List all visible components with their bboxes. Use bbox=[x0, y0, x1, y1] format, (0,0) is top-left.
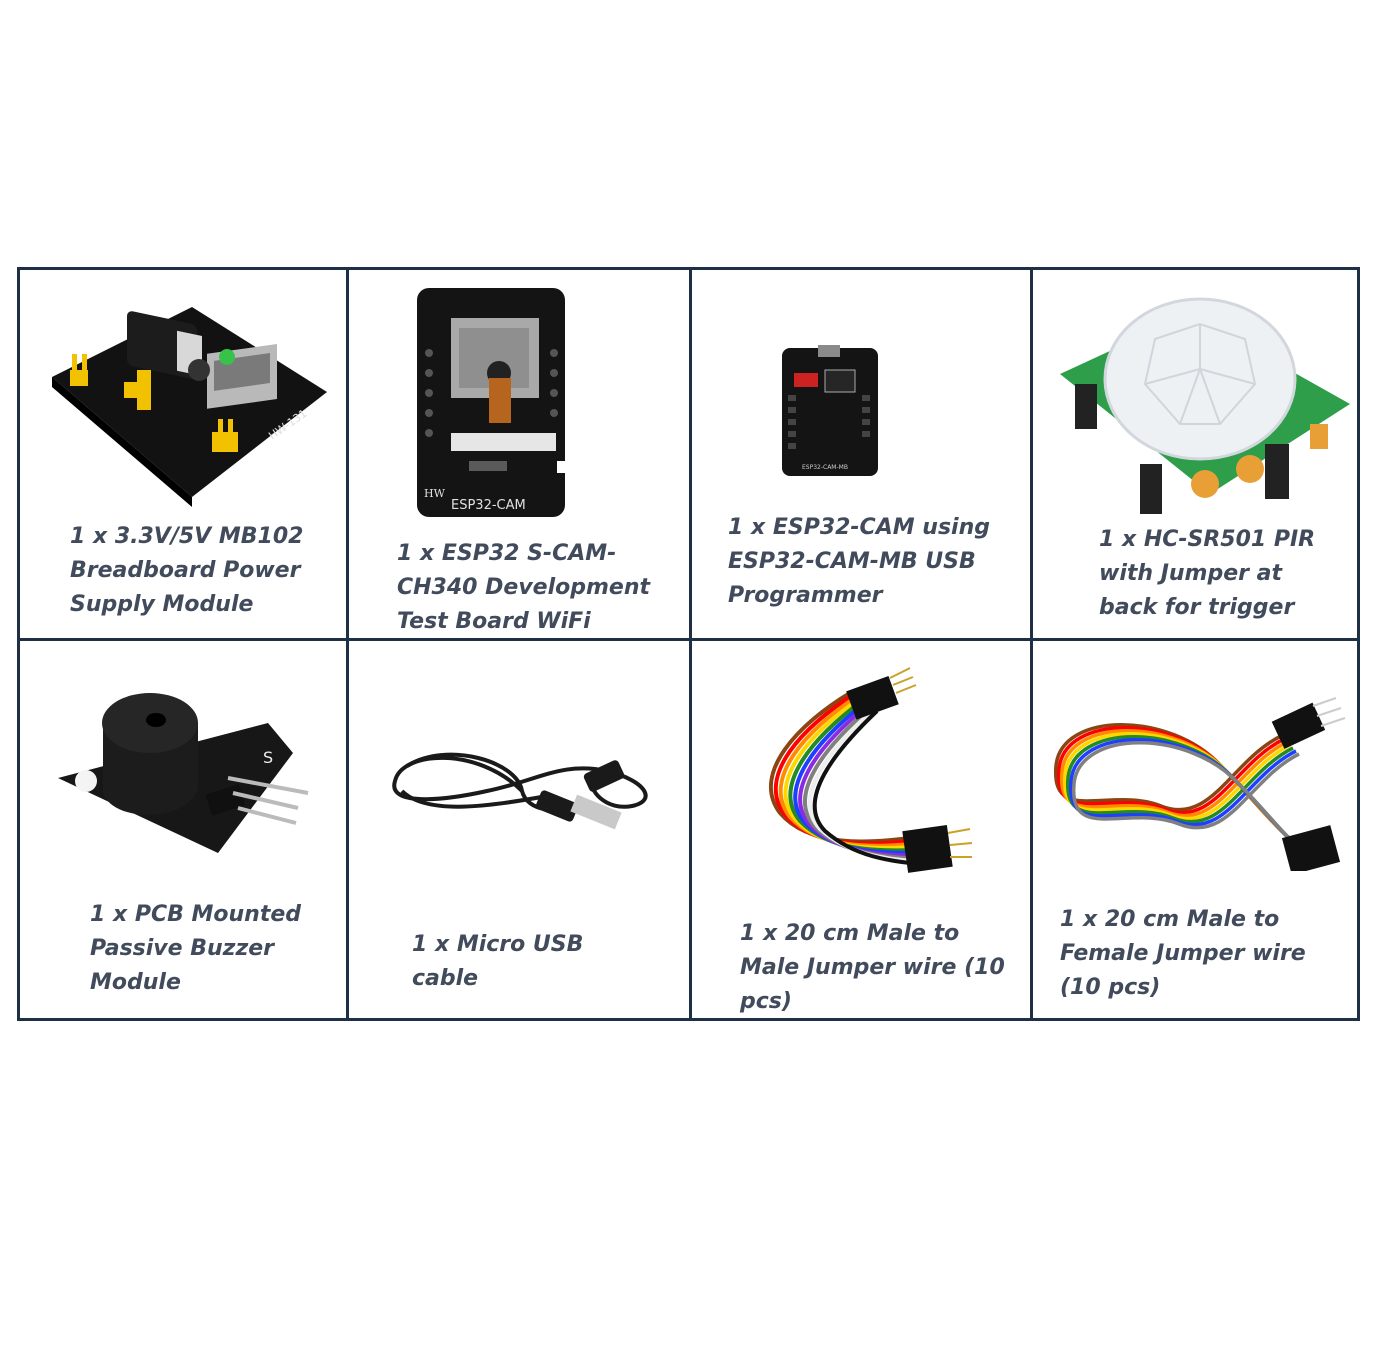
svg-text:HW: HW bbox=[424, 487, 446, 500]
esp32-cam-board-image: HW ESP32-CAM bbox=[417, 288, 565, 517]
svg-text:ESP32-CAM: ESP32-CAM bbox=[451, 498, 526, 513]
item-caption: 1 x 3.3V/5V MB102 Breadboard Power Suppl… bbox=[70, 524, 304, 617]
svg-text:S: S bbox=[263, 748, 273, 767]
item-caption: 1 x ESP32 S-CAM- CH340 Development Test … bbox=[397, 541, 651, 634]
cell-breadboard-power-supply: HW-131 1 x 3.3V/5V MB102 Breadboard Powe… bbox=[20, 270, 349, 641]
esp32-cam-mb-programmer-image: ESP32-CAM-MB bbox=[782, 345, 878, 476]
components-table: HW-131 1 x 3.3V/5V MB102 Breadboard Powe… bbox=[17, 267, 1360, 1021]
pir-sensor-image bbox=[1060, 297, 1350, 514]
male-male-jumper-wires-image bbox=[700, 653, 1026, 899]
cell-pir-sensor: 1 x HC-SR501 PIR with Jumper at back for… bbox=[1033, 270, 1357, 641]
cell-male-female-jumpers: 1 x 20 cm Male to Female Jumper wire (10… bbox=[1033, 641, 1357, 1018]
item-caption: 1 x PCB Mounted Passive Buzzer Module bbox=[90, 902, 302, 995]
cell-buzzer-module: S 1 x PCB Mounted Passive Buzzer Module bbox=[20, 641, 349, 1018]
breadboard-power-supply-image: HW-131 bbox=[52, 307, 327, 507]
cell-esp32-cam: HW ESP32-CAM 1 x ESP32 S-CAM- CH340 Deve… bbox=[349, 270, 692, 641]
item-caption: 1 x Micro USB cable bbox=[412, 932, 584, 991]
item-caption: 1 x 20 cm Male to Female Jumper wire (10… bbox=[1060, 907, 1306, 1000]
buzzer-module-image: S bbox=[58, 693, 309, 853]
item-caption: 1 x ESP32-CAM using ESP32-CAM-MB USB Pro… bbox=[728, 515, 990, 608]
item-caption: 1 x 20 cm Male to Male Jumper wire (10 p… bbox=[740, 921, 1005, 1014]
male-female-jumper-wires-image bbox=[1054, 697, 1346, 871]
item-caption: 1 x HC-SR501 PIR with Jumper at back for… bbox=[1099, 527, 1316, 620]
cell-male-male-jumpers: 1 x 20 cm Male to Male Jumper wire (10 p… bbox=[692, 641, 1033, 1018]
cell-micro-usb-cable: 1 x Micro USB cable bbox=[349, 641, 692, 1018]
svg-text:ESP32-CAM-MB: ESP32-CAM-MB bbox=[802, 464, 848, 471]
micro-usb-cable-image bbox=[392, 752, 648, 830]
cell-esp32-cam-mb: ESP32-CAM-MB 1 x ESP32-CAM using ESP32-C… bbox=[692, 270, 1033, 641]
